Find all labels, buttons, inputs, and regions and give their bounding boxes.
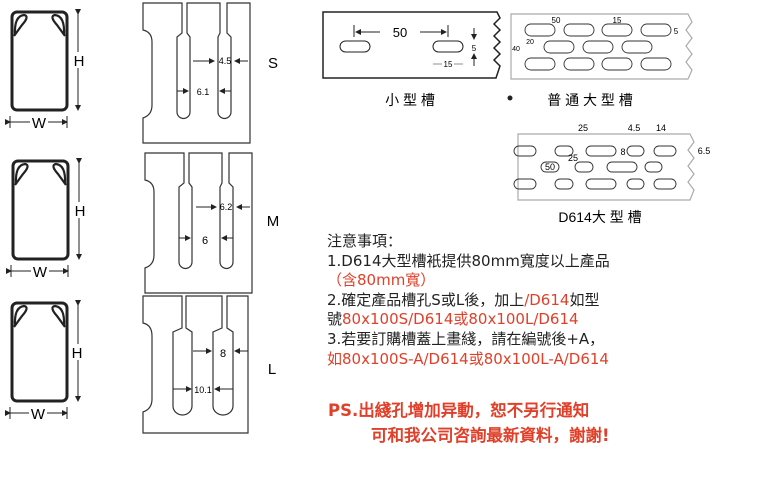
small-slot-diagram: 50 5 15 小 型 槽 (322, 11, 502, 108)
gap-label: 4.5 (628, 123, 641, 133)
note-item-3-red: 如80x100S-A/D614或80x100L-A/D614 (327, 349, 609, 368)
d614-slot-diagram: 25 4.5 14 8 6.5 25 50 D614大 型 槽 (513, 123, 711, 225)
slot-width-label: 8 (620, 147, 625, 157)
slot-comb (142, 2, 251, 144)
note-text: 號 (327, 310, 343, 329)
note-item-3: 3.若要訂購槽蓋上畫綫，請在編號後+A， (327, 329, 605, 348)
ps-line-1: PS.出綫孔增加异動，恕不另行通知 (328, 401, 590, 420)
slot-height-label: 6.5 (698, 146, 711, 156)
trunking-profile-icon (11, 161, 79, 277)
slot-comb (144, 152, 253, 294)
row-pitch-label: 50 (545, 162, 555, 172)
dim-top: 6.2 (220, 202, 233, 212)
pitch-label: 50 (393, 25, 407, 40)
standard-large-slot-diagram: 50 15 5 20 40 普 通 大 型 槽 (507, 13, 693, 108)
slot-height-label: 5 (674, 27, 679, 36)
notes-section: 注意事項： 1.D614大型槽衹提供80mm寬度以上產品 （含80mm寬） 2.… (327, 232, 610, 369)
height-label: H (72, 345, 83, 362)
dim-top: 4.5 (219, 56, 232, 66)
dim-bottom: 6.1 (197, 87, 210, 97)
bullet-icon (507, 95, 513, 101)
pitch-label: 50 (552, 16, 561, 25)
slot-comb (142, 295, 249, 434)
profile-s: H W 4.5 6.1 S (10, 2, 278, 144)
ps-notice: PS.出綫孔增加异動，恕不另行通知 可和我公司咨詢最新資料，謝謝! (328, 398, 610, 448)
d614-slot-caption: D614大 型 槽 (558, 209, 641, 225)
width-label: W (31, 406, 46, 423)
note-item-2: 2.確定產品槽孔S或L後，加上/D614如型 (327, 291, 610, 311)
standard-large-slot-caption: 普 通 大 型 槽 (547, 92, 633, 108)
pitch-label: 25 (578, 123, 588, 133)
trunking-profile-icon (10, 303, 78, 419)
dim-bottom: 10.1 (194, 385, 212, 395)
row-offset-label: 20 (526, 39, 534, 46)
dim-top: 8 (220, 348, 226, 360)
note-highlight: 80x100S/D614或80x100L/D614 (342, 310, 579, 329)
note-item-2-cont: 號80x100S/D614或80x100L/D614 (327, 310, 610, 330)
row-offset-label: 25 (568, 153, 578, 163)
trunking-profile-icon (10, 12, 78, 128)
width-label: W (33, 264, 48, 281)
size-label: M (267, 213, 280, 230)
width-label: W (32, 115, 47, 132)
ps-line-2: 可和我公司咨詢最新資料，謝謝! (371, 426, 610, 445)
row-pitch-label: 40 (512, 46, 520, 53)
notes-title: 注意事項： (327, 232, 403, 250)
height-label: H (75, 203, 86, 220)
size-label: S (268, 55, 278, 72)
note-item-1: 1.D614大型槽衹提供80mm寬度以上產品 (327, 251, 610, 270)
profile-m: H W 6.2 6 M (11, 152, 280, 294)
profile-l: H W 8 10.1 L (10, 295, 276, 434)
note-item-1-red: （含80mm寬） (327, 271, 436, 290)
note-text: 如型 (569, 290, 600, 309)
height-label: H (74, 53, 85, 70)
note-text: 2.確定產品槽孔S或L後，加上 (327, 290, 525, 309)
slot-length-label: 15 (613, 16, 622, 25)
slot-length-label: 15 (444, 60, 453, 69)
dim-bottom: 6 (202, 235, 208, 247)
slot-height-label: 5 (472, 44, 477, 53)
note-highlight: /D614 (524, 290, 570, 309)
size-label: L (268, 361, 276, 378)
small-slot-caption: 小 型 槽 (385, 92, 435, 108)
slot-length-label: 14 (656, 123, 666, 133)
